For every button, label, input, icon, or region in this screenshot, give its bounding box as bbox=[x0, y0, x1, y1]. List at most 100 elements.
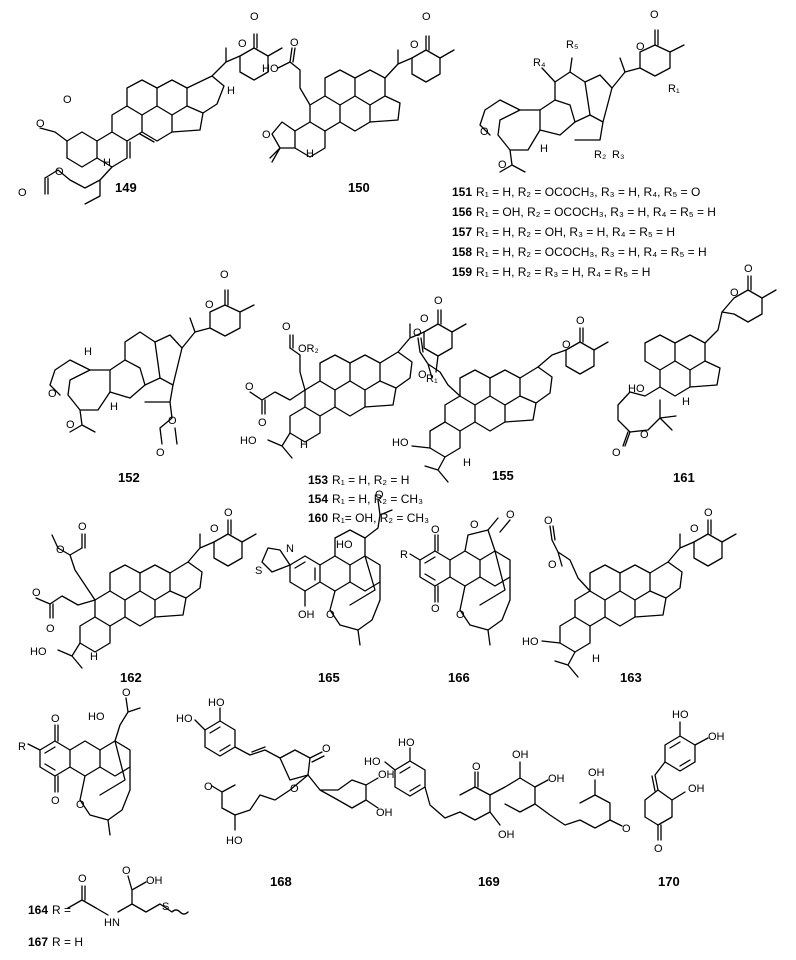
compound-label-156: 156 bbox=[452, 205, 472, 219]
atom-label: HO bbox=[336, 539, 353, 551]
atom-label: H bbox=[110, 401, 118, 413]
compound-label-149: 149 bbox=[115, 180, 137, 195]
atom-label: O bbox=[420, 313, 429, 325]
atom-label: O bbox=[122, 865, 131, 877]
substituent-text: R₁ = OH, R₂ = OCOCH₃, R₃ = H, R₄ = R₅ = … bbox=[476, 205, 716, 219]
compound-label-164: 164 bbox=[28, 903, 48, 917]
atom-label: O bbox=[322, 743, 331, 755]
atom-label: HO bbox=[628, 383, 645, 395]
atom-label: O bbox=[472, 761, 481, 773]
compound-label-160: 160 bbox=[308, 511, 328, 525]
atom-label: OH bbox=[146, 875, 163, 887]
compound-label-169: 169 bbox=[478, 874, 500, 889]
atom-label: O bbox=[18, 187, 27, 199]
atom-label: O bbox=[78, 521, 87, 533]
atom-label: OH bbox=[688, 783, 705, 795]
atom-label: O bbox=[55, 166, 64, 178]
structure-163: O O HO H O O 163 bbox=[522, 507, 737, 685]
atom-label: OH bbox=[498, 829, 515, 841]
structure-162: O O O O O O HO H 162 bbox=[30, 507, 257, 685]
atom-label: OH bbox=[378, 769, 395, 781]
atom-label: O bbox=[282, 321, 291, 333]
substituent-text: R₁ = H, R₂ = R₃ = H, R₄ = R₅ = H bbox=[476, 265, 650, 279]
atom-label: HO bbox=[398, 737, 415, 749]
structure-150: HO O O O O H 150 bbox=[262, 11, 455, 195]
atom-label: O bbox=[422, 11, 431, 23]
compound-label-158: 158 bbox=[452, 245, 472, 259]
atom-label: R₅ bbox=[566, 39, 578, 51]
atom-label: OH bbox=[298, 609, 315, 621]
atom-label: H bbox=[84, 346, 92, 358]
atom-label: O bbox=[122, 687, 131, 699]
atom-label: O bbox=[434, 295, 443, 307]
atom-label: O bbox=[498, 159, 507, 171]
atom-label: O bbox=[326, 609, 335, 621]
atom-label: O bbox=[204, 781, 213, 793]
compound-label-165: 165 bbox=[318, 670, 340, 685]
atom-label: O bbox=[32, 587, 41, 599]
atom-label: O bbox=[576, 315, 585, 327]
atom-label: O bbox=[612, 447, 621, 459]
compound-label-155: 155 bbox=[492, 468, 514, 483]
atom-label: R₃ bbox=[612, 149, 624, 161]
atom-label: O bbox=[56, 544, 65, 556]
atom-label: O bbox=[640, 429, 649, 441]
atom-label: HO bbox=[240, 435, 257, 447]
atom-label: OH bbox=[376, 807, 393, 819]
atom-label: R bbox=[18, 741, 26, 753]
structure-149: O O O O H O O H 149 bbox=[18, 11, 283, 205]
atom-label: R₁ bbox=[668, 83, 680, 95]
atom-label: H bbox=[592, 653, 600, 665]
atom-label: O bbox=[622, 823, 631, 835]
atom-label: O bbox=[375, 489, 384, 501]
compound-label-153: 153 bbox=[308, 473, 328, 487]
compound-label-150: 150 bbox=[348, 180, 370, 195]
atom-label: OH bbox=[588, 767, 605, 779]
structure-170: HO OH OH O 170 bbox=[644, 709, 725, 889]
atom-label: HO bbox=[364, 756, 381, 768]
atom-label: O bbox=[650, 9, 659, 21]
atom-label: OH bbox=[548, 773, 565, 785]
atom-label: O bbox=[730, 287, 739, 299]
atom-label: R₁ bbox=[426, 373, 438, 385]
substituent-text: R₁ = H, R₂ = OH, R₃ = H, R₄ = R₅ = H bbox=[476, 225, 675, 239]
compound-label-152: 152 bbox=[118, 470, 140, 485]
atom-label: O bbox=[36, 118, 45, 130]
atom-label: O bbox=[51, 713, 60, 725]
structure-155: O O HO H O O 155 bbox=[392, 315, 609, 483]
atom-label: OR₂ bbox=[298, 343, 319, 355]
atom-label: O bbox=[76, 799, 85, 811]
atom-label: HO bbox=[88, 711, 105, 723]
compound-label-161: 161 bbox=[673, 470, 695, 485]
structure-165: N S OH HO O O 165 bbox=[255, 489, 393, 685]
atom-label: H bbox=[463, 457, 471, 469]
atom-label: O bbox=[220, 269, 229, 281]
compound-label-162: 162 bbox=[120, 670, 142, 685]
atom-label: R₄ bbox=[533, 57, 546, 69]
structure-168: HO HO O O OH OH O HO 168 bbox=[176, 697, 395, 889]
atom-label: O bbox=[431, 524, 440, 536]
structure-169: HO HO O OH OH OH OH O 169 bbox=[364, 737, 631, 889]
compound-label-157: 157 bbox=[452, 225, 472, 239]
atom-label: H bbox=[103, 157, 111, 169]
atom-label: HN bbox=[104, 917, 120, 929]
compound-label-168: 168 bbox=[270, 874, 292, 889]
atom-label: O bbox=[51, 795, 60, 807]
atom-label: O bbox=[245, 381, 254, 393]
atom-label: HO bbox=[672, 709, 689, 721]
atom-label: O bbox=[290, 783, 299, 795]
structure-151: R₄ R₅ O O R₁ R₂ R₃ O O H bbox=[479, 9, 685, 173]
atom-label: O bbox=[704, 507, 713, 519]
atom-label: O bbox=[562, 339, 571, 351]
atom-label: HO bbox=[176, 713, 193, 725]
atom-label: O bbox=[168, 415, 177, 427]
substituent-text: R₁ = H, R₂ = OCOCH₃, R₃ = H, R₄ = R₅ = H bbox=[476, 245, 707, 259]
substituent-text: R = H bbox=[52, 935, 83, 949]
substituent-text: R₁ = H, R₂ = CH₃ bbox=[332, 492, 423, 506]
